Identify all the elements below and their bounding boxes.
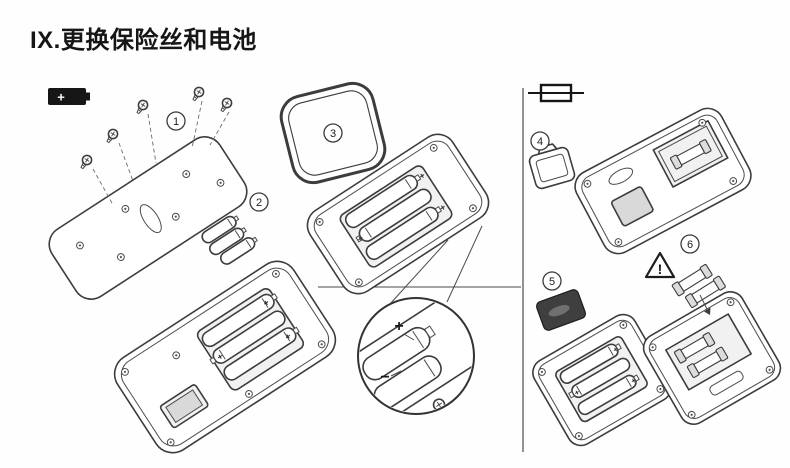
- device-edge: [120, 267, 330, 447]
- cover-opening: [610, 186, 654, 227]
- battery-icon-terminal: [86, 92, 90, 101]
- fuse-compartment: [665, 313, 752, 391]
- magnifier-content: [359, 299, 473, 413]
- warning-triangle: [644, 251, 676, 279]
- minus-leader: [390, 370, 402, 377]
- plus-leader: [403, 333, 415, 341]
- screw-icon: [103, 126, 121, 146]
- polarity-mark: +: [283, 331, 293, 342]
- fuse-compartment-inner: [658, 125, 724, 183]
- back-cover-part: [48, 136, 248, 300]
- removed-cover-part: [536, 289, 586, 331]
- gasket-outer: [279, 81, 387, 185]
- screw-icon: [189, 84, 207, 104]
- polarity-mark: +: [611, 344, 620, 354]
- callout-3: 3: [323, 123, 343, 143]
- cover-inner: [535, 153, 569, 183]
- callout-5-number: 5: [549, 276, 555, 288]
- polarity-mark: +: [215, 351, 225, 362]
- page-title: IX.更换保险丝和电池: [30, 27, 257, 54]
- screw-icon: [217, 95, 235, 115]
- meter-front-upper-right: [574, 107, 752, 255]
- insert-arrow: [699, 294, 711, 315]
- callout-2-number: 2: [256, 197, 262, 209]
- device-body: [574, 107, 752, 255]
- cover-body: [528, 146, 576, 190]
- screw-leader: [209, 111, 230, 146]
- polarity-plus-label: +: [394, 318, 403, 335]
- screw-leader: [191, 100, 203, 149]
- callout-4-number: 4: [537, 136, 543, 148]
- callout-6: 6: [680, 234, 700, 254]
- battery-icon-plus: +: [57, 90, 65, 105]
- callout-2: 2: [249, 192, 269, 212]
- device-edge: [648, 297, 776, 419]
- polarity-mark: +: [629, 376, 638, 386]
- cover-screws: [77, 84, 235, 204]
- screw-leader: [147, 113, 157, 164]
- fuse-icon: [528, 83, 584, 103]
- dark-cover-label: [548, 305, 570, 317]
- fuse-window-inner: [165, 389, 204, 424]
- compartment-wall: [359, 299, 452, 363]
- polarity-mark: +: [438, 202, 448, 213]
- battery-icon: +: [48, 88, 90, 105]
- callout-4: 4: [530, 131, 550, 151]
- screw-icon: [77, 152, 95, 172]
- zoom-leader: [389, 239, 449, 305]
- polarity-mark: +: [573, 387, 582, 397]
- callout-6-number: 6: [687, 239, 693, 251]
- meter-back-upper: + + +: [306, 133, 490, 295]
- callout-1-number: 1: [173, 116, 179, 128]
- polarity-mark: +: [261, 297, 271, 308]
- callout-3-number: 3: [330, 128, 336, 140]
- polarity-mark: +: [417, 170, 427, 181]
- zoom-leader: [446, 225, 483, 303]
- meter-back-lower: + + +: [113, 260, 337, 454]
- battery-icon-body: [48, 88, 86, 105]
- seal-gasket-part: [279, 81, 387, 185]
- callout-1: 1: [166, 111, 186, 131]
- arrow-head: [704, 307, 711, 315]
- device-edge: [313, 140, 483, 288]
- callout-5: 5: [542, 271, 562, 291]
- gasket-inner: [288, 90, 378, 176]
- meter-back-bottom-right: [642, 291, 782, 425]
- zoom-detail: + −: [357, 297, 475, 415]
- device-edge: [581, 114, 745, 248]
- label-oval: [608, 167, 634, 185]
- battery-nub: [423, 325, 436, 339]
- meter-back-bottom-middle: + + +: [532, 313, 672, 447]
- screw-icon: [133, 97, 151, 117]
- warning-icon: !: [644, 251, 676, 279]
- label-slot: [709, 370, 744, 396]
- screw-leader: [118, 142, 134, 182]
- polarity-mark: +: [355, 233, 365, 244]
- fuse-cover-part: [528, 143, 576, 190]
- polarity-minus-label: −: [380, 369, 389, 386]
- warning-exclaim: !: [658, 261, 663, 277]
